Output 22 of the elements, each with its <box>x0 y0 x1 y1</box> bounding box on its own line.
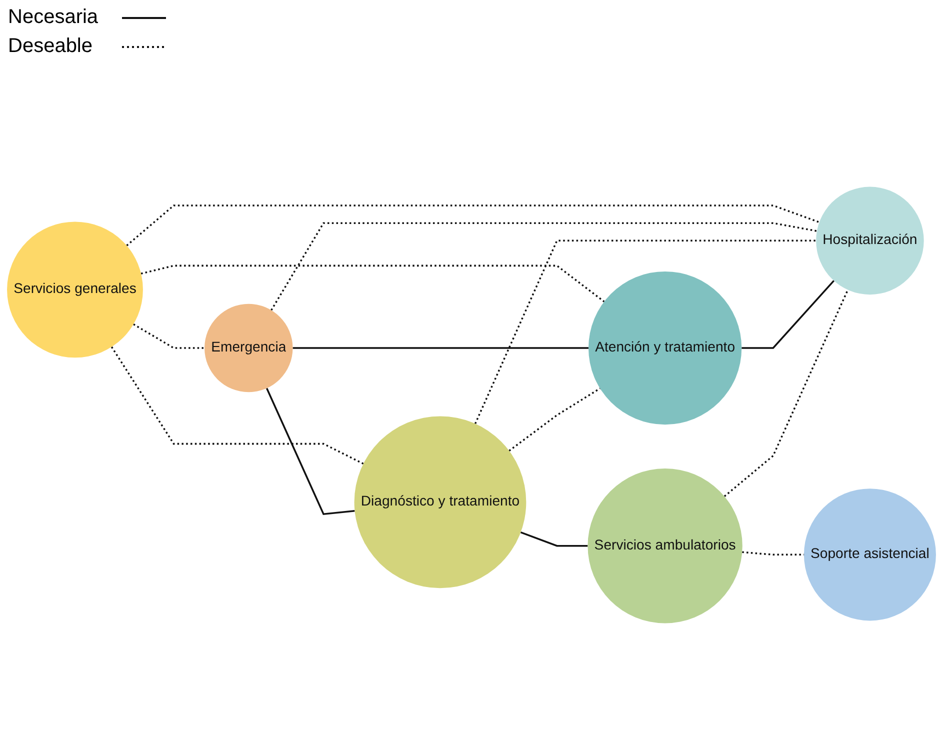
connector <box>270 222 818 311</box>
node-circle: Emergencia <box>204 304 293 392</box>
connector <box>126 204 820 246</box>
connector <box>724 289 849 498</box>
node-circle: Atención y tratamiento <box>588 271 742 425</box>
connector <box>520 532 588 547</box>
node-circle: Servicios ambulatorios <box>588 468 742 624</box>
connector <box>266 388 355 516</box>
legend-label: Deseable <box>8 35 94 58</box>
node-circle: Diagnóstico y tratamiento <box>354 416 526 588</box>
node-circle: Servicios generales <box>7 222 143 358</box>
connector <box>508 388 600 452</box>
node-circle: Hospitalización <box>816 186 924 295</box>
connector <box>292 347 588 349</box>
connector <box>742 280 835 349</box>
connector <box>474 240 816 424</box>
connector <box>140 264 605 302</box>
node-circle: Soporte asistencial <box>804 488 936 621</box>
connector <box>742 551 804 556</box>
legend-label: Necesaria <box>8 6 100 29</box>
connector <box>110 346 364 465</box>
connector <box>133 323 204 349</box>
